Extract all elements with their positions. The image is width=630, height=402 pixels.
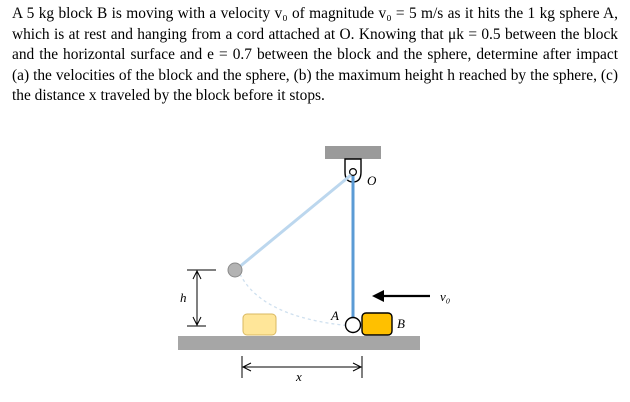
block-label-b: B — [397, 316, 405, 331]
distance-label-x: x — [295, 369, 302, 384]
block-b — [361, 312, 393, 336]
ground — [178, 336, 420, 350]
velocity-label: v₀ — [440, 289, 450, 304]
swung-cord — [237, 173, 352, 270]
height-arrow-bottom — [192, 316, 202, 327]
problem-text: A 5 kg block B is moving with a velocity… — [12, 5, 618, 104]
swing-path — [239, 273, 353, 327]
sphere-a — [344, 316, 362, 334]
pivot-label-o: O — [367, 173, 377, 188]
ceiling — [325, 146, 381, 159]
height-label-h: h — [180, 290, 187, 305]
pivot-pin — [349, 168, 358, 177]
height-arrow-top — [192, 269, 202, 280]
sphere-raised — [227, 262, 243, 278]
block-final — [242, 313, 277, 336]
distance-arrow-left — [241, 362, 252, 372]
problem-statement: A 5 kg block B is moving with a velocity… — [12, 4, 618, 107]
distance-arrow-right — [352, 362, 363, 372]
sphere-label-a: A — [330, 308, 339, 323]
velocity-arrow-head — [372, 290, 384, 302]
